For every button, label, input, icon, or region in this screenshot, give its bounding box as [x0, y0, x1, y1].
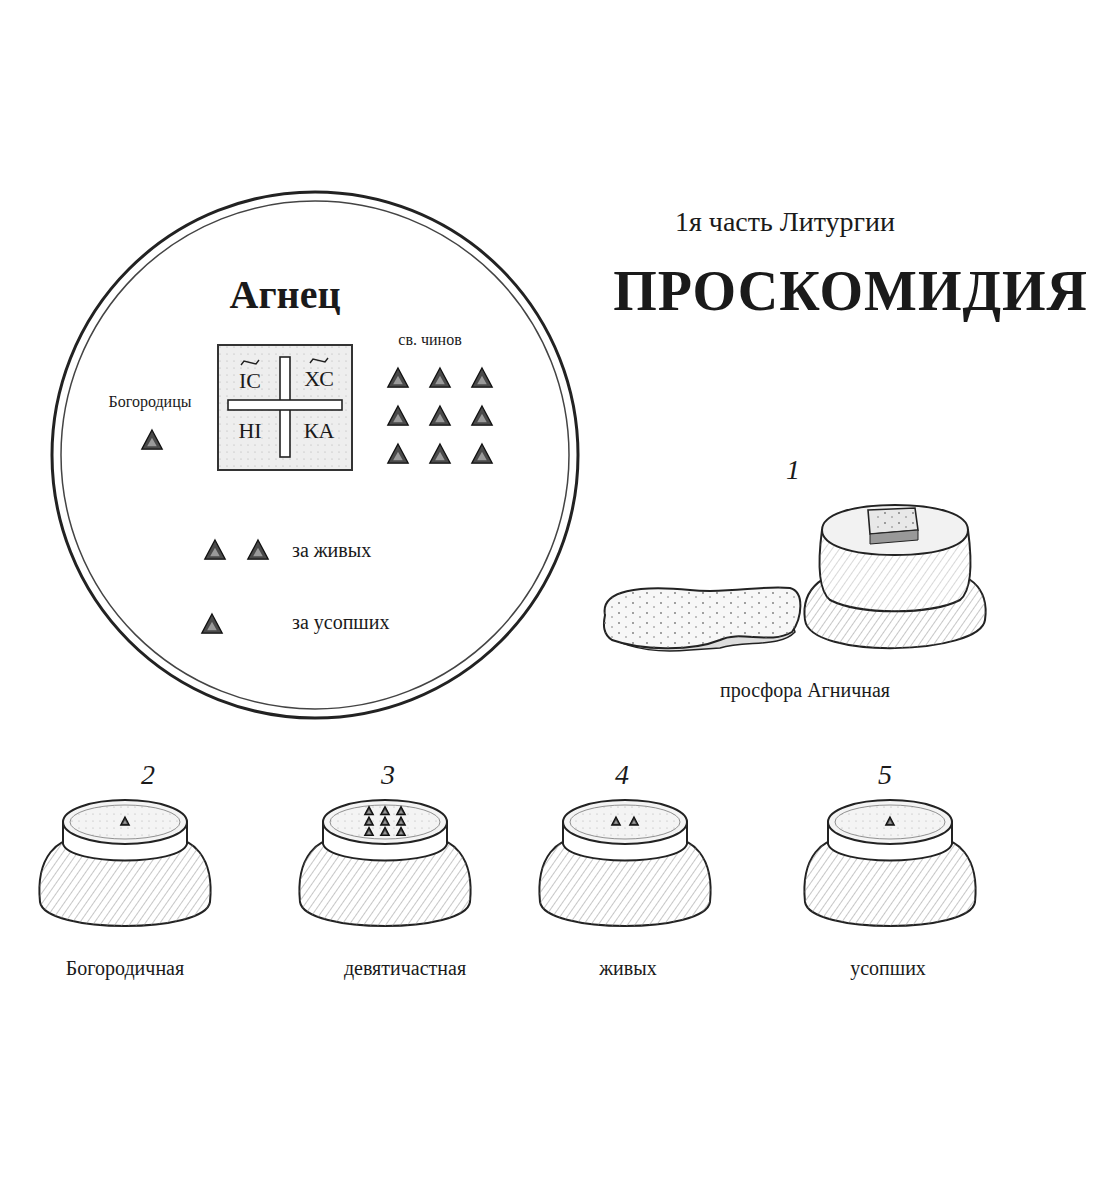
particle-triangle	[630, 817, 639, 825]
prosphora-loaf	[39, 800, 210, 926]
particle-highlight	[399, 831, 403, 835]
particle-triangle	[381, 817, 390, 825]
callout-number: 5	[878, 760, 892, 791]
christogram-letters: КА	[304, 419, 335, 443]
prosphora-loaf	[804, 800, 975, 926]
lamb-square: АгнецІСХСНІКА	[218, 345, 352, 470]
lamb-outline	[218, 345, 352, 470]
particle-highlight	[393, 452, 403, 460]
callout-number: 2	[141, 760, 155, 791]
particle-highlight	[123, 820, 127, 824]
particle-triangle	[472, 368, 492, 387]
particle-highlight	[207, 622, 217, 630]
particle-highlight	[632, 820, 636, 824]
particle-triangle	[365, 817, 374, 825]
particle-triangle	[472, 406, 492, 425]
prosphora-loaf	[299, 800, 470, 926]
particle-triangle	[472, 444, 492, 463]
departed-label: за усопших	[292, 611, 389, 633]
particle-highlight	[477, 414, 487, 422]
particle-triangle	[430, 406, 450, 425]
particle-triangle	[365, 807, 374, 815]
callout-number: 3	[381, 760, 395, 791]
particle-highlight	[393, 414, 403, 422]
particle-highlight	[383, 831, 387, 835]
lamb-prosphora	[604, 505, 986, 651]
particle-highlight	[477, 452, 487, 460]
particle-highlight	[383, 810, 387, 814]
particle-triangle	[381, 807, 390, 815]
prosphora-label: девятичастная	[344, 957, 466, 979]
particle-triangle	[397, 807, 406, 815]
living-label: за живых	[292, 539, 371, 561]
particle-triangle	[365, 827, 374, 835]
particle-triangle	[886, 817, 895, 825]
particle-triangle	[121, 817, 130, 825]
particle-triangle	[381, 827, 390, 835]
lamb-heading: Агнец	[230, 273, 341, 317]
particle-highlight	[367, 831, 371, 835]
particle-highlight	[614, 820, 618, 824]
particle-triangle	[388, 406, 408, 425]
particle-triangle	[388, 444, 408, 463]
particle-highlight	[210, 548, 220, 556]
particle-highlight	[435, 452, 445, 460]
particle-triangle	[612, 817, 621, 825]
particle-highlight	[253, 548, 263, 556]
particle-triangle	[142, 430, 162, 449]
particle-highlight	[393, 376, 403, 384]
particle-triangle	[205, 540, 225, 559]
particle-highlight	[383, 820, 387, 824]
prosphora-label: Богородичная	[66, 957, 184, 979]
particle-highlight	[367, 810, 371, 814]
ranks-label: св. чинов	[398, 331, 461, 349]
particle-highlight	[367, 820, 371, 824]
subtitle: 1я часть Литургии	[675, 207, 895, 238]
particle-highlight	[399, 810, 403, 814]
prosphora-loaf	[539, 800, 710, 926]
prosphora-label: просфора Агничная	[720, 679, 890, 701]
particle-triangle	[248, 540, 268, 559]
particle-highlight	[399, 820, 403, 824]
callout-number: 4	[615, 760, 629, 791]
particle-highlight	[147, 438, 157, 446]
prosphora-label: усопших	[850, 957, 926, 979]
particle-triangle	[388, 368, 408, 387]
particle-highlight	[477, 376, 487, 384]
particle-triangle	[397, 827, 406, 835]
theotokos-label: Богородицы	[109, 393, 192, 411]
christogram-letters: ХС	[304, 367, 334, 391]
christogram-letters: ІС	[239, 369, 261, 393]
particle-triangle	[397, 817, 406, 825]
particle-triangle	[202, 614, 222, 633]
prosphora-label: живых	[599, 957, 656, 979]
christogram-letters: НІ	[238, 419, 261, 443]
particle-highlight	[888, 820, 892, 824]
particle-highlight	[435, 376, 445, 384]
particle-triangle	[430, 444, 450, 463]
particle-triangle	[430, 368, 450, 387]
title-heading: ПРОСКОМИДИЯ	[613, 261, 1088, 323]
paten-circle: Богородицы св. чинов за живых за усопших Агн…	[50, 190, 580, 720]
callout-number: 1	[786, 455, 800, 486]
particle-highlight	[435, 414, 445, 422]
